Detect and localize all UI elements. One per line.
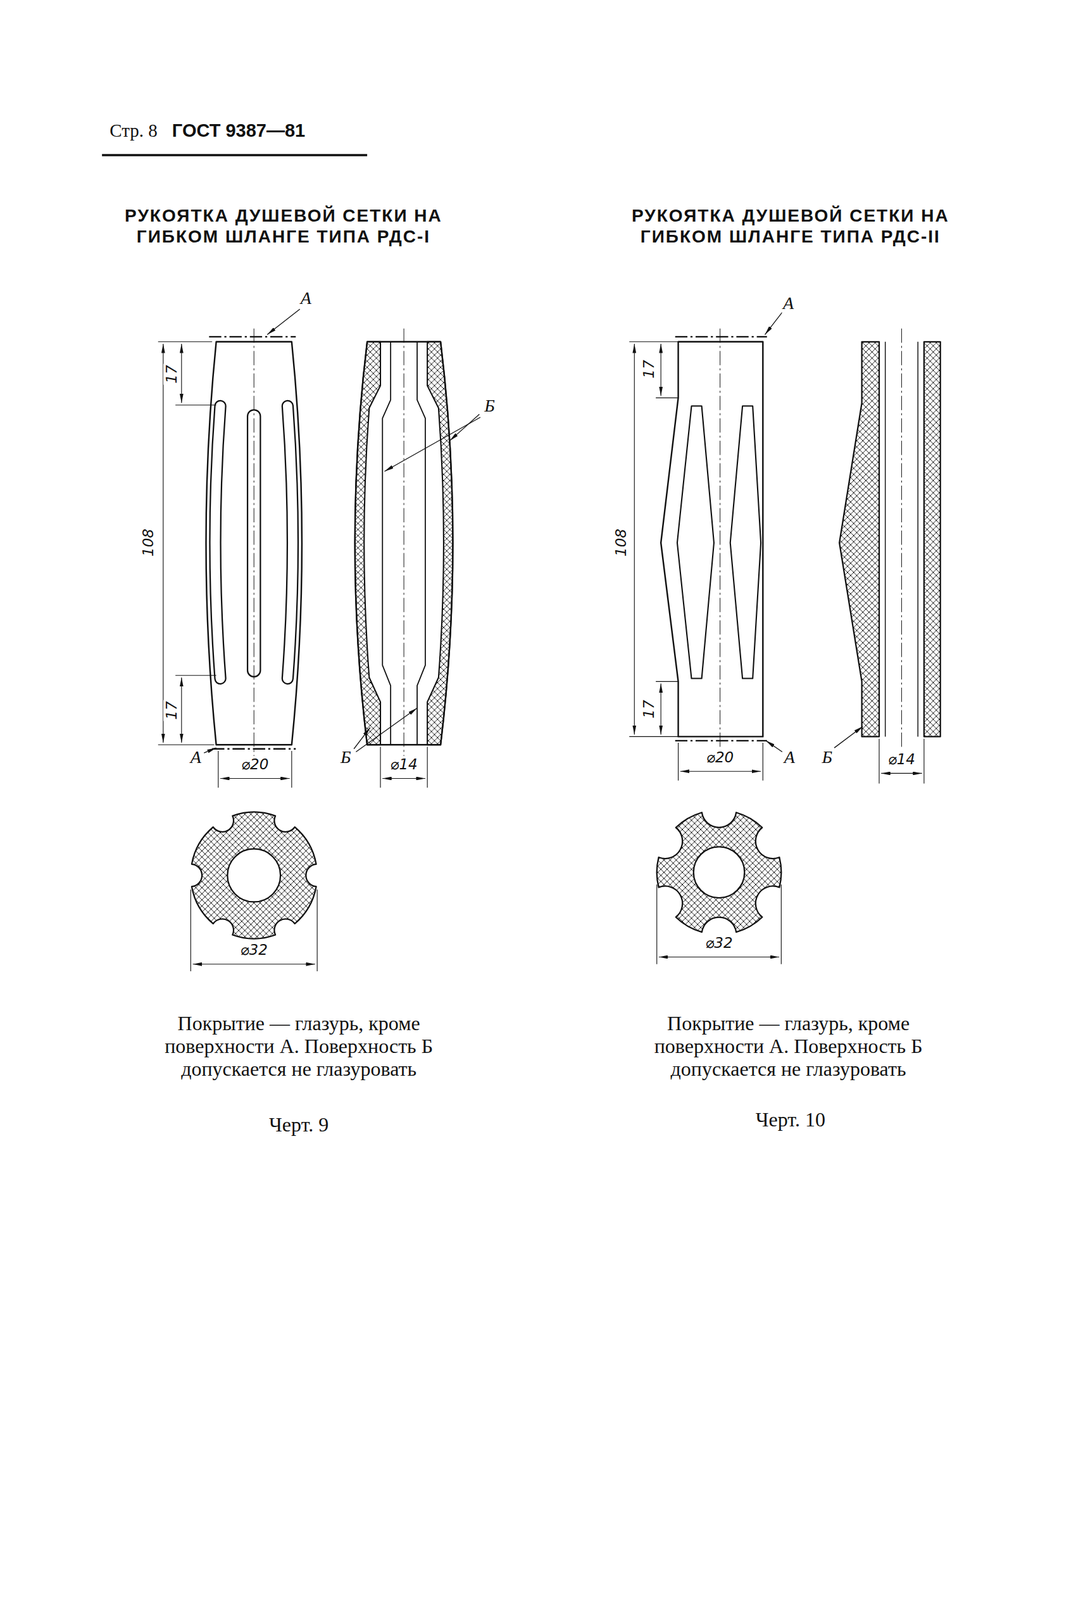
drawing-line: [215, 405, 221, 678]
drawing-line: [181, 343, 182, 403]
dimension-value: 17: [163, 363, 180, 385]
drawing-line: [417, 341, 426, 745]
drawing-line: [218, 750, 292, 788]
drawing-line: [287, 405, 293, 678]
drawing-line: [924, 341, 941, 737]
drawing-line: [253, 328, 255, 757]
dimension-value: 17: [163, 699, 180, 721]
drawing-line: [220, 777, 290, 779]
drawing-line: [675, 336, 768, 338]
dimension-value: 108: [612, 527, 630, 558]
drawing-line: [427, 341, 453, 745]
standard-number: ГОСТ 9387—81: [172, 120, 306, 142]
drawing-line: [267, 308, 301, 335]
drawing-line: [403, 328, 405, 757]
figure-number: Черт. 9: [269, 1112, 329, 1136]
drawing-line: [634, 343, 635, 735]
drawing-line: [765, 740, 783, 752]
drawing-line: [719, 328, 721, 749]
surface-letter: Б: [820, 746, 835, 768]
drawing-line: [158, 341, 217, 745]
drawing-line: [212, 748, 296, 750]
drawing-line: [193, 963, 316, 964]
drawing-line: [658, 956, 780, 958]
drawing-line: [901, 328, 902, 749]
dimension-value: ⌀14: [886, 750, 917, 768]
drawing-line: [656, 884, 782, 964]
dimension-value: 108: [139, 527, 157, 558]
drawing-line: [629, 341, 678, 737]
drawing-line: [660, 341, 763, 737]
drawing-line: [675, 739, 768, 742]
surface-letter: А: [782, 746, 797, 768]
drawing-line: [162, 343, 164, 743]
drawing-title: РУКОЯТКА ДУШЕВОЙ СЕТКИ НА ГИБКОМ ШЛАНГЕ …: [600, 205, 981, 248]
drawing-line: [678, 742, 764, 781]
drawing-line: [355, 341, 381, 745]
drawing-line: [287, 405, 293, 678]
drawing-g: [101, 155, 941, 971]
dimension-value: 17: [640, 698, 657, 720]
drawing-line: [839, 341, 880, 737]
drawing-line: [879, 738, 925, 784]
drawing-line: [382, 777, 426, 779]
dimension-value: 17: [640, 358, 657, 380]
surface-letter: А: [781, 293, 795, 314]
drawing-line: [450, 413, 480, 441]
dimension-value: ⌀20: [239, 755, 270, 773]
dimension-value: ⌀32: [703, 934, 734, 951]
dimension-value: ⌀14: [389, 755, 420, 773]
surface-letter: А: [299, 287, 313, 309]
drawing-line: [190, 889, 318, 971]
drawing-line: [834, 725, 863, 748]
drawing-line: [203, 747, 216, 753]
drawing-line: [208, 336, 296, 338]
drawing-line: [380, 746, 428, 788]
drawing-note: Покрытие — глазурь, кроме поверхности А.…: [636, 1012, 941, 1081]
drawing-title: РУКОЯТКА ДУШЕВОЙ СЕТКИ НА ГИБКОМ ШЛАНГЕ …: [93, 205, 474, 248]
surface-letter: Б: [482, 395, 497, 416]
drawing-line: [353, 727, 371, 749]
drawing-line: [101, 153, 368, 157]
drawing-line: [765, 312, 783, 335]
drawing-line: [215, 405, 221, 678]
drawing-line: [881, 772, 922, 774]
drawing-line: [191, 812, 317, 939]
drawing-line: [660, 343, 662, 396]
drawing-line: [382, 341, 391, 745]
figure-number: Черт. 10: [755, 1107, 826, 1131]
drawing-line: [677, 405, 714, 678]
surface-letter: Б: [339, 746, 353, 768]
drawing-line: [680, 770, 761, 772]
page-number: Стр. 8: [109, 120, 158, 142]
drawing-line: [181, 677, 182, 743]
dimension-value: ⌀32: [239, 941, 269, 958]
drawing-line: [384, 417, 480, 471]
drawing-line: [660, 683, 662, 735]
drawing-note: Покрытие — глазурь, кроме поверхности А.…: [146, 1012, 451, 1081]
drawing-line: [730, 405, 761, 678]
drawing-line: [355, 707, 418, 752]
surface-letter: А: [189, 746, 203, 768]
drawing-line: [656, 812, 782, 932]
dimension-value: ⌀20: [705, 748, 735, 766]
